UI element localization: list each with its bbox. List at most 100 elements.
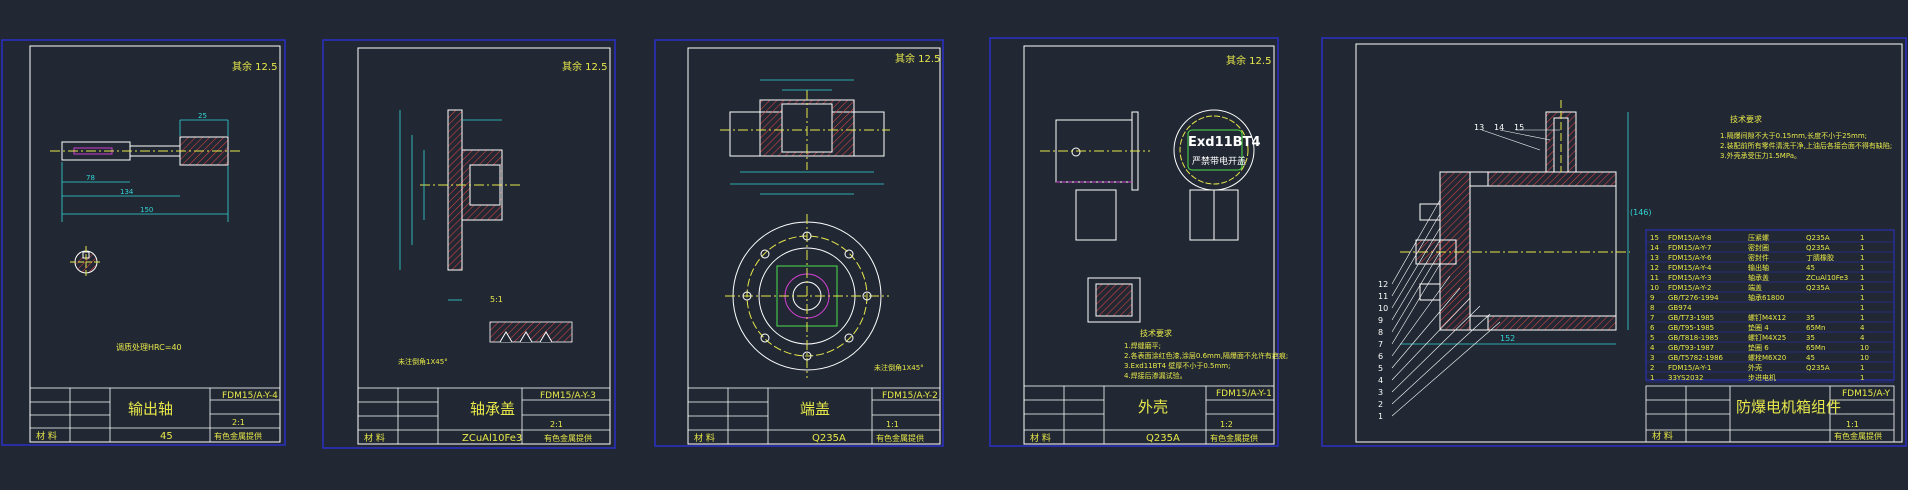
supplier-text: 有色金属提供 <box>1834 431 1882 441</box>
bom-cell-name: 输出轴 <box>1748 263 1769 272</box>
supplier-text: 有色金属提供 <box>544 433 592 443</box>
housing-detail <box>1087 277 1141 323</box>
material-value: 45 <box>160 431 173 442</box>
drawing-border <box>357 47 611 445</box>
width-dimension: 152 <box>1500 334 1515 343</box>
bom-cell-mat: Q235A <box>1806 234 1830 242</box>
bom-cell-mat: 45 <box>1806 264 1815 272</box>
title-block <box>687 387 941 445</box>
balloon-number: 14 <box>1494 123 1504 132</box>
balloon-number: 6 <box>1378 352 1383 361</box>
drawing-number: FDM15/A-Y <box>1842 389 1890 399</box>
requirements-title: 技术要求 <box>1730 114 1762 124</box>
bom-cell-no: 9 <box>1650 294 1654 302</box>
material-label: 材 料 <box>364 432 385 444</box>
scale-value: 1:1 <box>886 420 899 429</box>
drawing-number: FDM15/A-Y-4 <box>222 391 278 401</box>
bom-cell-code: GB/T73-1985 <box>1668 314 1714 322</box>
sheet-housing[interactable]: 其余 12.5 Exd11BT4 严禁带电开盖 技术要求 1.焊缝磨平; 2.各… <box>989 37 1288 447</box>
top-balloons: 13 14 15 <box>1474 123 1524 132</box>
supplier-text: 有色金属提供 <box>214 431 262 441</box>
bom-cell-code: 33YS2032 <box>1668 374 1703 382</box>
bom-cell-qty: 10 <box>1860 344 1869 352</box>
bom-cell-name: 外壳 <box>1748 363 1762 372</box>
nameplate-warning: 严禁带电开盖 <box>1192 155 1246 167</box>
bom-cell-no: 12 <box>1650 264 1659 272</box>
sheet-output-shaft[interactable]: 其余 12.5 78 134 150 25 调质处理 <box>1 39 286 446</box>
dim-text: 78 <box>86 174 95 182</box>
title-block <box>1023 385 1275 445</box>
bom-cell-code: FDM15/A-Y-2 <box>1668 284 1711 292</box>
part-name: 端盖 <box>800 400 830 418</box>
bom-cell-qty: 1 <box>1860 244 1864 252</box>
material-value: Q235A <box>1146 433 1180 444</box>
material-label: 材 料 <box>694 432 715 444</box>
drawing-number: FDM15/A-Y-2 <box>882 391 938 401</box>
bom-cell-qty: 1 <box>1860 364 1864 372</box>
bom-cell-name: 密封圈 <box>1748 243 1769 252</box>
balloon-number: 1 <box>1378 412 1383 421</box>
bom-cell-name: 螺栓M6X20 <box>1748 353 1786 362</box>
bom-cell-qty: 1 <box>1860 284 1864 292</box>
requirement-line: 2.装配前所有零件清洗干净,上油后各接合面不得有缺陷; <box>1720 141 1892 150</box>
bom-cell-code: GB/T95-1985 <box>1668 324 1714 332</box>
bom-cell-mat: 65Mn <box>1806 324 1825 332</box>
bom-cell-name: 螺钉M4X12 <box>1748 313 1786 322</box>
dim-text: 150 <box>140 206 153 214</box>
scale-value: 2:1 <box>232 418 245 427</box>
sheet-frame <box>1321 37 1907 447</box>
drawing-border <box>29 45 281 443</box>
bom-cell-qty: 1 <box>1860 374 1864 382</box>
title-block <box>357 387 611 445</box>
bom-cell-code: FDM15/A-Y-4 <box>1668 264 1712 272</box>
dim-text: 134 <box>120 188 134 196</box>
assembly-section <box>1400 100 1630 331</box>
bom-cell-qty: 1 <box>1860 274 1864 282</box>
housing-front-view <box>1040 111 1150 241</box>
end-cover-top-view <box>725 214 889 378</box>
bom-cell-code: GB/T5782-1986 <box>1668 354 1724 362</box>
nameplate-marking: Exd11BT4 <box>1188 135 1260 150</box>
bom-cell-mat: 35 <box>1806 334 1815 342</box>
material-value: Q235A <box>812 433 846 444</box>
bom-cell-no: 7 <box>1650 314 1654 322</box>
balloon-number: 8 <box>1378 328 1383 337</box>
requirement-line: 3.Exd11BT4 壁厚不小于0.5mm; <box>1124 361 1230 370</box>
bom-cell-name: 轴承盖 <box>1748 273 1769 282</box>
bom-cell-name: 螺钉M4X25 <box>1748 333 1786 342</box>
bom-cell-name: 密封件 <box>1748 253 1769 262</box>
sheet-bearing-cover[interactable]: 其余 12.5 5:1 未注倒角1X45° <box>322 39 616 449</box>
part-name: 防爆电机箱组件 <box>1736 398 1841 416</box>
bom-cell-name: 轴承61800 <box>1748 293 1784 302</box>
balloon-number: 15 <box>1514 123 1524 132</box>
sheet-assembly[interactable]: 技术要求 1.隔爆间隙不大于0.15mm,长度不小于25mm; 2.装配前所有零… <box>1321 37 1907 447</box>
bom-cell-code: GB/T818-1985 <box>1668 334 1719 342</box>
detail-scale: 5:1 <box>490 295 503 304</box>
balloon-number: 9 <box>1378 316 1383 325</box>
drawing-number: FDM15/A-Y-1 <box>1216 389 1272 399</box>
chamfer-note: 未注倒角1X45° <box>874 363 924 372</box>
sheet-end-cover[interactable]: 其余 12.5 <box>654 39 944 447</box>
roughness-note: 其余 12.5 <box>895 52 940 65</box>
bom-cell-no: 4 <box>1650 344 1655 352</box>
balloon-number: 7 <box>1378 340 1383 349</box>
bom-cell-no: 2 <box>1650 364 1654 372</box>
end-cover-dimensions <box>730 79 884 195</box>
balloon-number: 5 <box>1378 364 1383 373</box>
bom-cell-no: 14 <box>1650 244 1659 252</box>
drawing-border <box>1355 43 1903 443</box>
roughness-note: 其余 12.5 <box>562 60 607 73</box>
bom-cell-mat: Q235A <box>1806 284 1830 292</box>
material-label: 材 料 <box>1030 432 1051 444</box>
part-name: 外壳 <box>1138 398 1168 416</box>
balloon-leaders <box>1391 129 1560 417</box>
bom-cell-no: 8 <box>1650 304 1654 312</box>
bom-cell-qty: 1 <box>1860 294 1864 302</box>
bom-cell-qty: 4 <box>1860 334 1865 342</box>
bom-cell-mat: ZCuAl10Fe3 <box>1806 274 1848 282</box>
bom-cell-no: 10 <box>1650 284 1659 292</box>
bom-cell-name: 步进电机 <box>1748 373 1776 382</box>
title-block <box>1645 385 1895 443</box>
